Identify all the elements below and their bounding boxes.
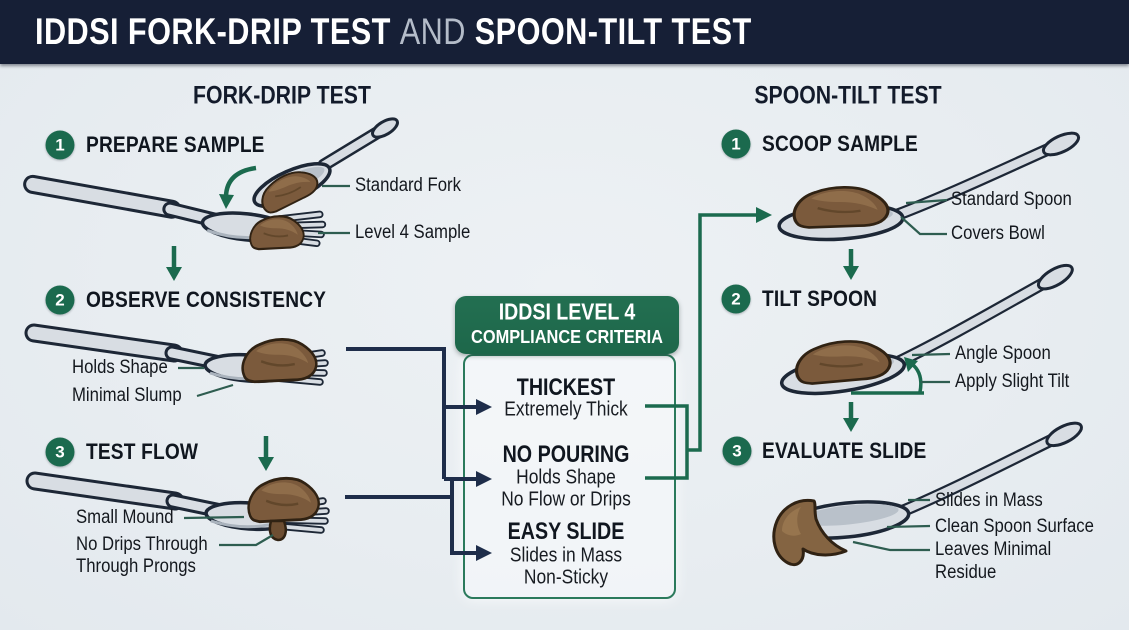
criteria-3-title: EASY SLIDE: [507, 518, 625, 545]
criteria-2-line2: No Flow or Drips: [501, 488, 631, 511]
criteria-header-box: IDDSI LEVEL 4 COMPLIANCE CRITERIA: [455, 296, 679, 354]
spoon-step1-badge: 1: [721, 129, 751, 159]
criteria-1-title: THICKEST: [516, 374, 616, 401]
callout-level4-sample: Level 4 Sample: [355, 222, 471, 243]
spoon-illustration-step2: [772, 260, 1084, 401]
callout-standard-fork: Standard Fork: [355, 175, 461, 196]
callout-lines: [178, 184, 951, 552]
fork-step3-title: TEST FLOW: [86, 439, 199, 464]
callout-standard-spoon: Standard Spoon: [951, 189, 1072, 210]
criteria-header-line1: IDDSI LEVEL 4: [498, 298, 636, 325]
callout-angle-spoon: Angle Spoon: [955, 343, 1051, 364]
callout-minimal-slump: Minimal Slump: [72, 385, 182, 406]
fork-step2-title: OBSERVE CONSISTENCY: [86, 287, 327, 312]
callout-minimal-residue: Leaves Minimal Residue: [935, 539, 1052, 583]
criteria-box: [463, 354, 676, 599]
criteria-1-line1: Extremely Thick: [504, 398, 628, 421]
callout-apply-tilt: Apply Slight Tilt: [955, 371, 1070, 392]
callout-slides-in-mass: Slides in Mass: [935, 490, 1043, 511]
angle-indicator: [851, 357, 924, 395]
criteria-3-line1: Slides in Mass: [509, 544, 623, 567]
fork-step2-badge: 2: [45, 285, 75, 315]
spoon-step2-badge: 2: [721, 284, 751, 314]
criteria-3-line2: Non-Sticky: [523, 566, 609, 589]
callout-covers-bowl: Covers Bowl: [951, 223, 1045, 244]
drip-icon: [268, 519, 287, 542]
curved-arrow: [223, 165, 257, 197]
title-part1: IDDSI FORK-DRIP TEST: [35, 11, 391, 52]
fork-connector-arrowheads: [476, 399, 492, 561]
title-part2: SPOON-TILT TEST: [474, 11, 752, 52]
spoon-illustration-step3: [772, 418, 1088, 567]
fork-test-title: FORK-DRIP TEST: [193, 81, 371, 110]
callout-clean-surface: Clean Spoon Surface: [935, 516, 1094, 537]
callout-holds-shape: Holds Shape: [72, 357, 168, 378]
flow-arrowheads: [166, 266, 859, 471]
fork-step3-badge: 3: [45, 437, 75, 467]
criteria-2-line1: Holds Shape: [516, 466, 616, 489]
spoon-step1-title: SCOOP SAMPLE: [762, 131, 918, 156]
spoon-connector-arrowhead: [756, 207, 772, 223]
fork-illustration-step1: [31, 117, 399, 249]
curved-arrow-head: [219, 194, 234, 209]
criteria-header-line2: COMPLIANCE CRITERIA: [471, 326, 663, 347]
spoon-test-title: SPOON-TILT TEST: [754, 81, 942, 110]
callout-no-drips: No Drips Through Through Prongs: [76, 534, 208, 577]
page-title: IDDSI FORK-DRIP TEST AND SPOON-TILT TEST: [35, 11, 752, 53]
spoon-step3-badge: 3: [722, 436, 752, 466]
title-conjunction: AND: [399, 11, 466, 52]
fork-step1-title: PREPARE SAMPLE: [86, 132, 265, 157]
spoon-step3-title: EVALUATE SLIDE: [762, 438, 927, 463]
criteria-2-title: NO POURING: [502, 441, 630, 468]
flow-arrows: [171, 246, 854, 458]
fork-connector-lines: [345, 347, 477, 555]
header-bar: IDDSI FORK-DRIP TEST AND SPOON-TILT TEST: [0, 0, 1129, 64]
callout-small-mound: Small Mound: [76, 507, 174, 528]
fork-step1-badge: 1: [45, 130, 75, 160]
spoon-connector-lines: [645, 213, 757, 480]
fork-illustration-step3: [35, 478, 326, 540]
spoon-step2-title: TILT SPOON: [762, 286, 878, 311]
